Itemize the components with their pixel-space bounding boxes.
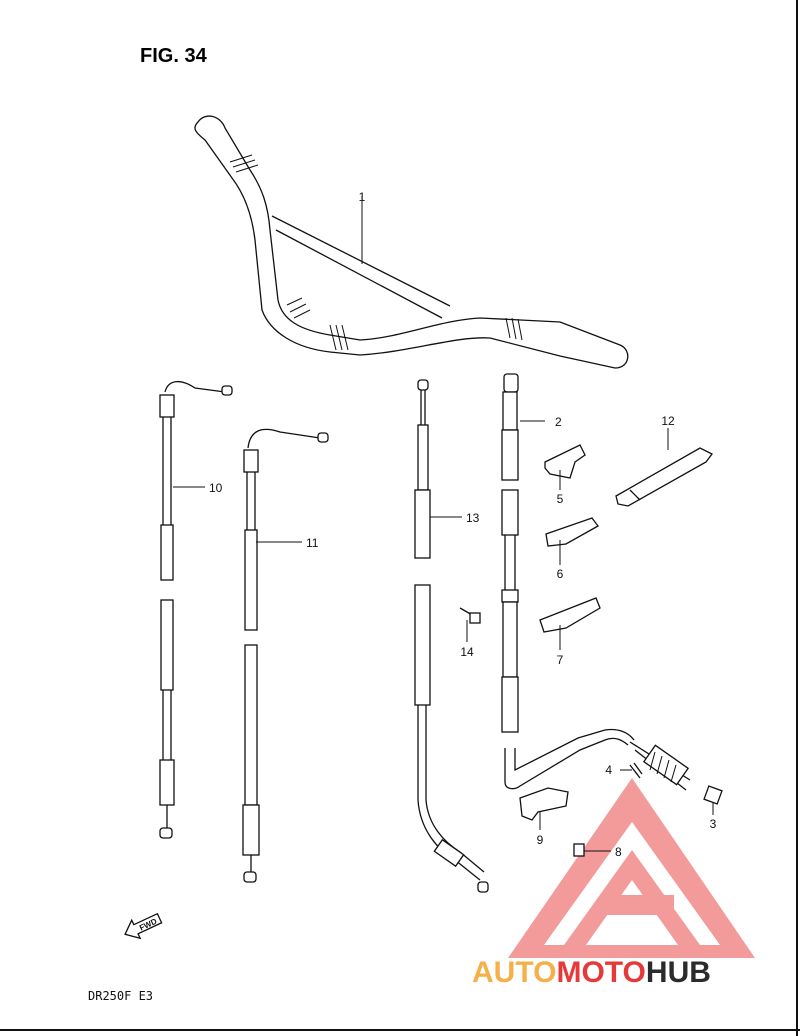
clamp-5 (544, 444, 586, 479)
callout-14: 14 (460, 645, 474, 659)
bracket-9 (519, 787, 569, 821)
clamp-6 (545, 517, 599, 547)
cable-tie-12 (615, 447, 713, 507)
watermark-moto: MOTO (556, 956, 645, 989)
callout-1: 1 (359, 190, 366, 204)
watermark-auto: AUTO (472, 956, 556, 989)
choke-cable-13 (414, 379, 489, 893)
watermark-hub: HUB (646, 956, 711, 989)
callout-12: 12 (661, 414, 675, 428)
forward-arrow-icon: FWD (124, 912, 163, 940)
callout-13: 13 (466, 511, 480, 525)
clamp-7 (539, 597, 601, 633)
watermark-text: AUTOMOTOHUB (472, 956, 711, 989)
callout-9: 9 (537, 833, 544, 847)
model-code: DR250F E3 (88, 989, 153, 1003)
screw-8 (573, 843, 585, 857)
fwd-label: FWD (138, 917, 159, 933)
figure-title: FIG. 34 (140, 45, 208, 67)
callout-5: 5 (557, 492, 564, 506)
clutch-cable-2 (501, 373, 691, 791)
throttle-cable-11 (242, 428, 329, 883)
callout-8: 8 (615, 845, 622, 859)
callout-10: 10 (209, 481, 223, 495)
pin-4 (629, 762, 643, 779)
callout-7: 7 (557, 653, 564, 667)
throttle-cable-10 (159, 381, 233, 839)
callout-2: 2 (555, 415, 562, 429)
watermark-logo (508, 778, 755, 958)
screw-14 (459, 607, 481, 624)
callout-11: 11 (306, 536, 319, 550)
bolt-3 (703, 785, 723, 805)
callout-4: 4 (605, 763, 612, 777)
callout-6: 6 (557, 567, 564, 581)
callout-3: 3 (710, 817, 717, 831)
handlebar (194, 115, 629, 369)
leader-lines (173, 196, 714, 852)
